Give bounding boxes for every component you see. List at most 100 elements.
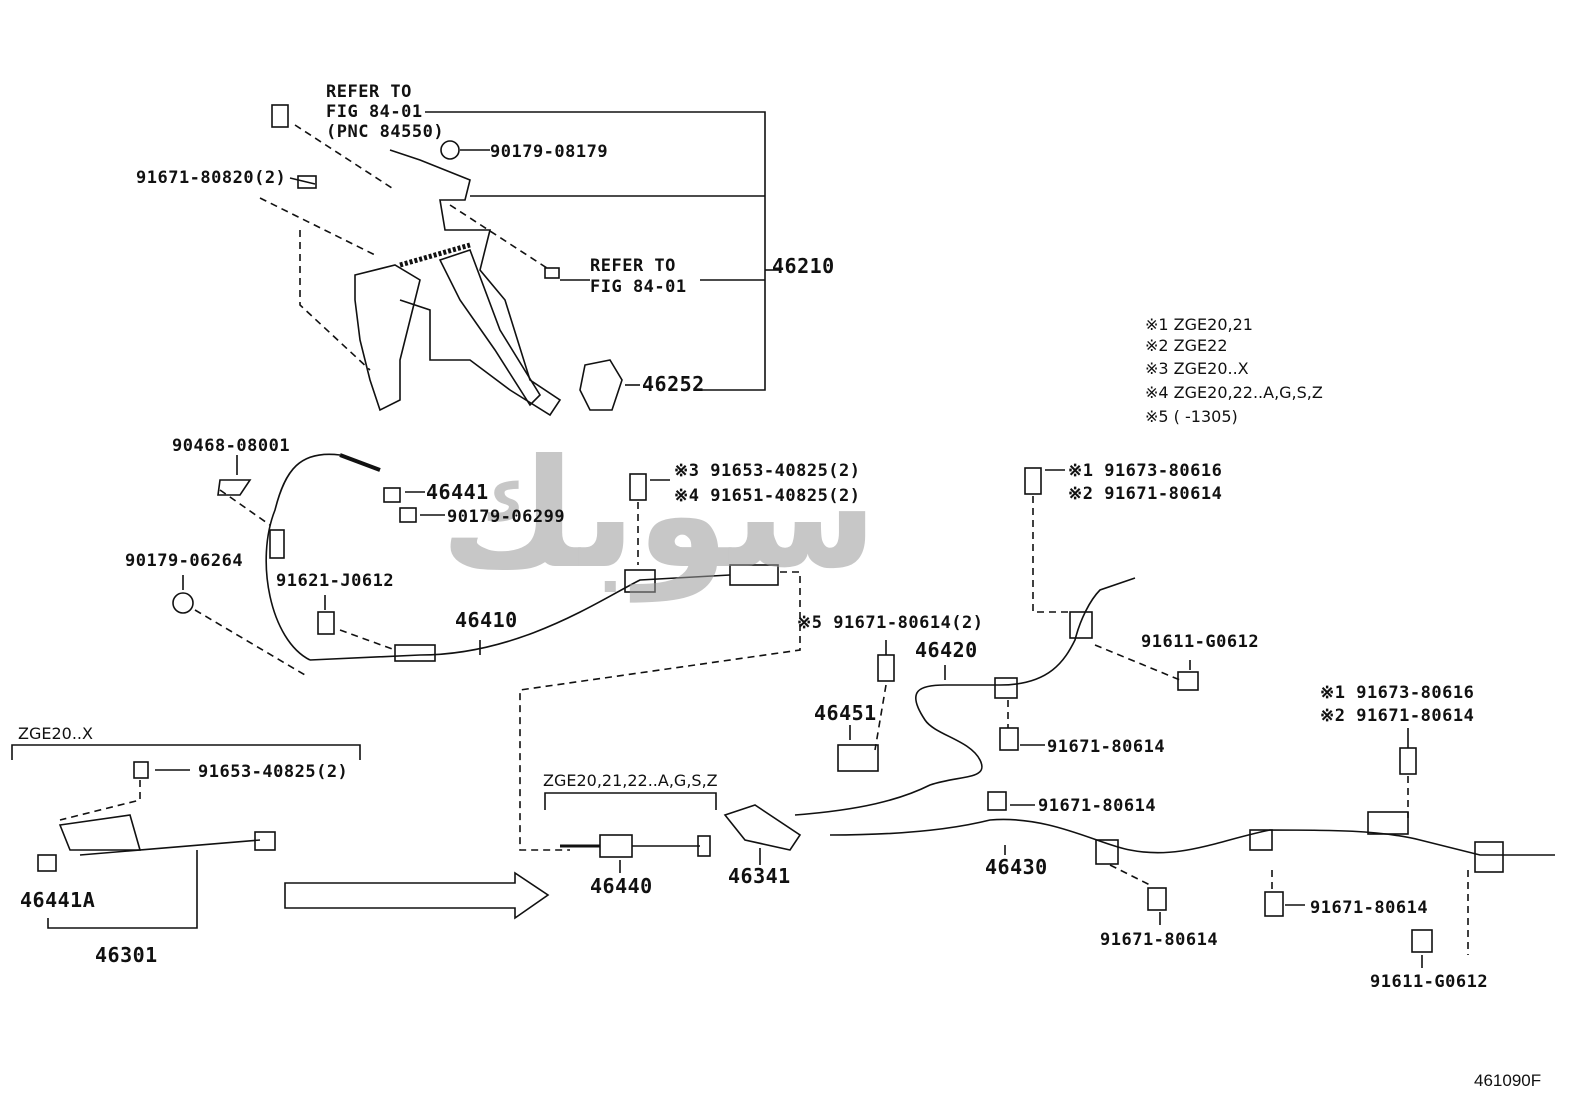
dash-refer-clip [294,124,396,191]
note-5: ※5 ( -1305) [1145,407,1238,426]
nut-90179-08179 [440,140,460,160]
label-46451: 46451 [814,701,877,725]
cable-46420-clamp [994,677,1018,699]
note-4: ※4 ZGE20,22..A,G,S,Z [1145,383,1323,402]
cable-46410-clamp [394,644,436,662]
bolt-91611-G0612-a [1177,671,1199,691]
label-46210: 46210 [772,254,835,278]
nut-90179-06299 [399,507,417,523]
bolt-91671-80614-c [1147,887,1167,911]
dash-91611-a [1094,644,1181,681]
bolt-91673-80616-a [1024,467,1042,495]
note-1: ※1 ZGE20,21 [1145,315,1253,334]
pedal-bracket-outline [389,149,562,417]
leader-46301 [47,850,198,929]
cable-46410-main [309,574,731,661]
bolt-91653-40825 [629,473,647,501]
clip-90468-08001 [217,479,252,496]
cable-46410-clevis [729,564,779,586]
dash-s5 [874,684,887,751]
part-46440-end [697,835,711,857]
dash-91621 [339,629,396,651]
dash-refer-bolt [449,204,551,271]
label-91671-80820: 91671-80820(2) [136,168,287,188]
refer-clip-shape [271,104,289,128]
part-46441-shape [383,487,401,503]
part-46301-bracket [58,814,142,851]
dash-bolt-left [259,197,376,256]
part-46301-end [254,831,276,851]
label-46441: 46441 [426,480,489,504]
label-46252: 46252 [642,372,705,396]
label-91671-80614-a: 91671-80614 [1047,737,1166,757]
bolt-91671-80614-a [999,727,1019,751]
label-91671-80614-s2b: ※2 91671-80614 [1320,706,1475,726]
refer2-line1: REFER TO [590,256,676,276]
cable-46430-end-bracket [1474,841,1504,873]
label-46341: 46341 [728,864,791,888]
cable-46410-bracket [624,569,656,593]
part-46341-shape [723,804,802,851]
cable-46420-bracket [1069,611,1093,639]
leader-91671-80820 [289,177,316,185]
label-91671-80614-s2a: ※2 91671-80614 [1068,484,1223,504]
nut-90179-06264 [172,592,194,614]
bracket-zge20x [11,744,361,760]
part-46441A-shape [37,854,57,872]
group-label-zge-multi: ZGE20,21,22..A,G,S,Z [543,771,718,790]
cable-46430 [829,818,1555,856]
label-46441A: 46441A [20,888,96,912]
bolt-91673-80616-b [1399,747,1417,775]
bolt-91671-80614-d [1264,891,1284,917]
watermark-logo: سوبك [440,428,878,602]
cable-46430-bracket [1367,811,1409,835]
dash-frame-46440 [519,571,801,851]
bolt-91671-80614-b [987,791,1007,811]
dash-91671-c [1109,864,1151,886]
pedal-lever [438,248,542,407]
label-91673-80616-s1a: ※1 91673-80616 [1068,461,1223,481]
label-91671-80614-b: 91671-80614 [1038,796,1157,816]
cable-46430-clamp2 [1249,829,1273,851]
cable-46410-end [339,453,381,472]
figure-code: 461090F [1474,1071,1542,1090]
note-2: ※2 ZGE22 [1145,336,1228,355]
label-91671-80614-d: 91671-80614 [1310,898,1429,918]
bracket-zge-multi [544,792,717,810]
refer1-line3: (PNC 84550) [326,122,445,142]
label-90468-08001: 90468-08001 [172,436,291,456]
part-46301-rod [79,839,261,856]
label-90179-08179: 90179-08179 [490,142,609,162]
label-91651-40825-s4: ※4 91651-40825(2) [674,486,861,506]
bolt-91611-G0612-b [1411,929,1433,953]
label-91673-80616-s1b: ※1 91673-80616 [1320,683,1475,703]
part-46440-body [599,834,633,858]
label-91653-40825-2: 91653-40825(2) [198,762,349,782]
refer1-line1: REFER TO [326,82,412,102]
bolt-91671-80820 [297,175,317,189]
pedal-spring [399,242,471,268]
arrow-46301-to-46440 [284,871,550,920]
dash-91653-2 [59,780,141,821]
label-91671-80614-s5: ※5 91671-80614(2) [797,613,984,633]
pedal-arm-outline [354,264,421,412]
leader-46210-bracket [425,111,766,391]
bolt-refer2 [544,267,560,279]
label-46301: 46301 [95,943,158,967]
cable-46430-clamp [1095,839,1119,865]
refer1-line2: FIG 84-01 [326,102,423,122]
dash-90179-06264 [194,609,306,676]
label-46420: 46420 [915,638,978,662]
bolt-91621-J0612 [317,611,335,635]
label-90179-06264: 90179-06264 [125,551,244,571]
label-91611-G0612-a: 91611-G0612 [1141,632,1260,652]
label-46440: 46440 [590,874,653,898]
label-91621-J0612: 91621-J0612 [276,571,395,591]
label-90179-06299: 90179-06299 [447,507,566,527]
cable-46410-grommet [269,529,285,559]
label-46410: 46410 [455,608,518,632]
dash-91673-a [1032,496,1070,613]
part-46451-shape [837,744,879,772]
